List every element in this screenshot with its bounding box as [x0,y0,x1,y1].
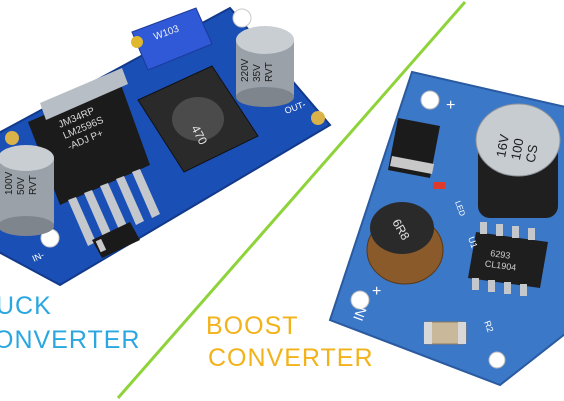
cap-bottom [236,87,294,107]
boost-in-label: IN [350,304,370,323]
buck-in-label: IN- [31,250,46,264]
boost-r2-label: R2 [482,319,495,333]
buck-chip: JM34RP LM2596S -ADJ P+ [28,68,160,246]
mount-hole [350,290,370,310]
cap-top [236,26,294,54]
cap-left-line-2: 50V [16,177,27,195]
trimmer-screw [131,36,143,48]
boost-chip: 6293 CL1904 [468,222,548,296]
boost-cap-line-1: 16V [493,133,512,159]
cap-left-line-1: 100V [4,171,15,195]
solder-pad [311,111,325,125]
plus-mark: + [446,97,455,114]
boost-cap: 16V 100 CS [475,103,561,218]
inductor-top [370,202,434,254]
boost-board: 16V 100 CS 6R8 [328,70,564,387]
cap-top [0,145,54,171]
boost-cap-line-3: CS [523,143,541,164]
chip-pins [472,222,535,296]
chip-body [468,232,548,288]
inductor-top [172,97,224,141]
cap-terminal [458,322,466,344]
boost-chip-line-1: 6293 [490,248,511,261]
cap-top [475,103,561,177]
diode-band [95,238,107,253]
buck-cap-left: 100V 50V RVT [0,145,54,236]
mount-hole [420,90,440,110]
boost-u1-label: U1 [466,235,479,249]
svg-text:100V 50V R: 100V 50V RVT [4,169,39,195]
cap-terminal [424,322,432,344]
cap-right-line-3: RVT [264,62,275,82]
buck-label-line-2: ONVERTER [0,326,141,354]
cap-right-line-1: 220V [240,58,251,82]
led-indicator [433,182,445,189]
divider-line [116,1,467,399]
cap-bottom [0,216,54,236]
buck-cap-right: 220V 35V RVT [236,26,294,107]
boost-cap-line-2: 100 [508,137,527,161]
solder-pad [5,131,19,145]
cap-body [0,150,54,232]
buck-label-line-1: UCK [0,292,52,320]
boost-label-line-2: CONVERTER [208,344,374,372]
buck-board: JM34RP LM2596S -ADJ P+ 470 W103 [0,6,332,287]
mount-hole [488,351,506,369]
boost-diode-band [390,156,434,174]
buck-inductor: 470 [137,65,259,173]
buck-trimmer: W103 [131,7,213,71]
svg-text:16V 100 CS: 16V 100 CS [493,130,542,164]
cap-right-line-2: 35V [252,64,263,82]
chip-tab [40,68,128,120]
boost-chip-line-2: CL1904 [484,258,517,272]
plus-mark: + [372,283,381,300]
svg-text:6293 CL1904: 6293 CL1904 [484,248,518,273]
chip-pins [68,169,160,246]
boost-inductor: 6R8 [366,202,444,285]
boost-label-line-1: BOOST [206,312,299,340]
cap-left-line-3: RVT [28,175,39,195]
svg-text:220V 35V R: 220V 35V RVT [240,56,275,82]
svg-text:JM34RP LM2596S: JM34RP LM2596S -ADJ P+ [57,103,113,153]
mount-hole [232,8,252,28]
trimmer-body [131,7,213,71]
